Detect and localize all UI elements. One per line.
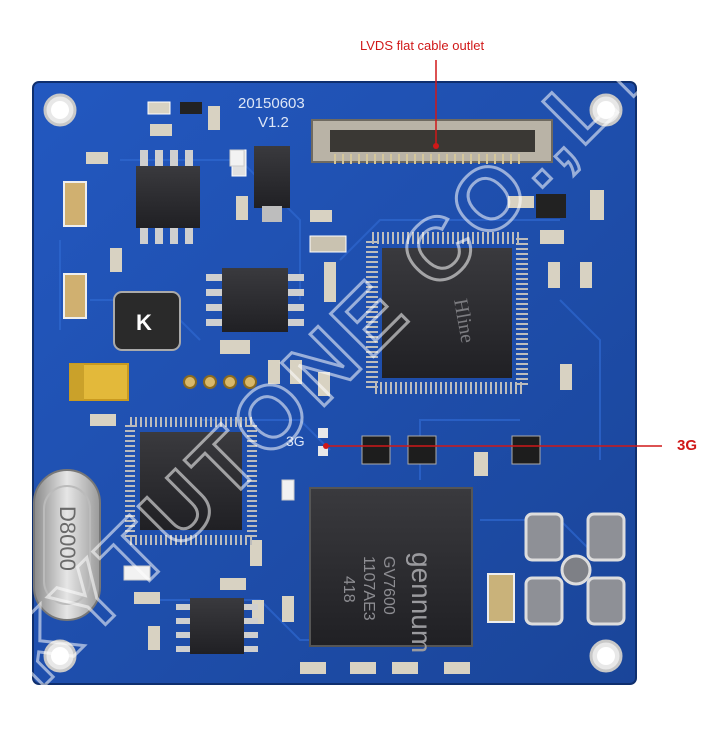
three-g-callout-label: 3G: [677, 437, 698, 454]
smd-components: [63, 101, 604, 674]
gennum-code-text: 418: [340, 576, 357, 603]
lvds-callout-label: LVDS flat cable outlet: [360, 38, 485, 53]
soic-chip-center: [206, 268, 304, 332]
led-top: [229, 149, 245, 167]
fpga-chip: Hline: [366, 232, 528, 394]
crystal-oscillator: D8000: [33, 469, 101, 621]
board-3g-silk-text: 3G: [286, 433, 305, 449]
gennum-model-text: GV7600: [380, 556, 397, 615]
gennum-lot-text: 1107AE3: [360, 556, 377, 621]
header-pads: [183, 375, 257, 389]
led-mid: [281, 479, 295, 501]
inductor: K: [113, 291, 181, 351]
transistor-small: [536, 194, 566, 218]
gennum-brand-text: gennum: [406, 552, 437, 653]
crystal-marking-text: D8000: [55, 506, 80, 571]
mcu-chip: [125, 417, 257, 545]
mounting-holes: [43, 93, 623, 673]
transistor-top: [254, 146, 290, 222]
soic-chip-bottom: [176, 598, 258, 654]
board-date-text: 20150603: [238, 95, 305, 112]
lvds-connector: [311, 119, 553, 164]
soic-chip-top-left: [136, 150, 200, 244]
pcb-board: [33, 82, 636, 684]
gennum-chip: gennum GV7600 1107AE3 418: [309, 487, 473, 653]
led-bottom: [123, 565, 151, 581]
board-version-text: V1.2: [258, 114, 289, 131]
svg-text:K: K: [136, 310, 152, 335]
bnc-connector-pads: [524, 512, 626, 626]
